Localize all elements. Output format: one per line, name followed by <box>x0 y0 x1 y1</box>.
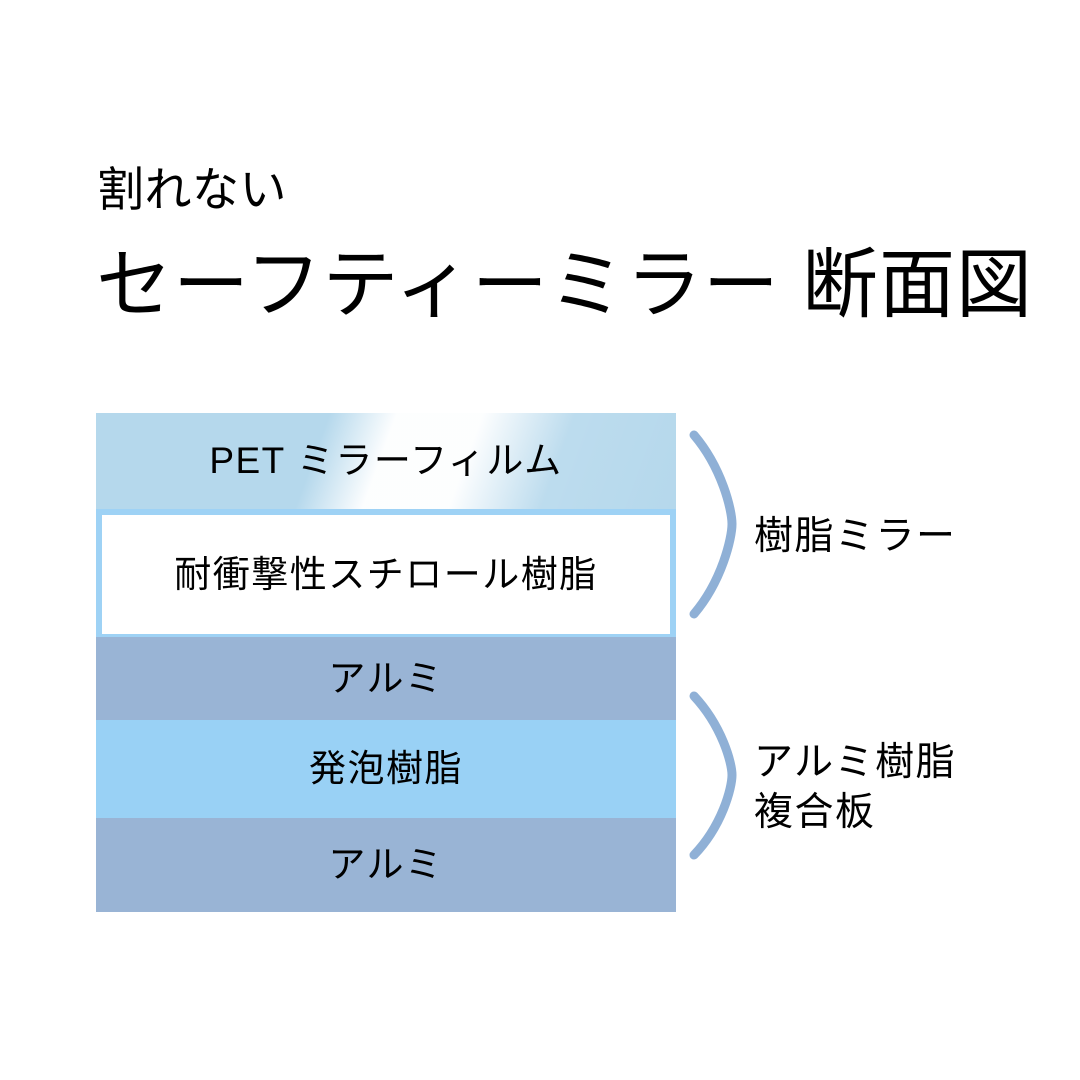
page-subtitle: 割れない <box>97 163 287 216</box>
bracket-alu-composite-icon <box>689 691 737 860</box>
page-title: セーフティーミラー 断面図 <box>96 243 1033 328</box>
group-label-alu-composite-line1: アルミ樹脂 <box>754 741 957 784</box>
layer-label-foam-resin: 発泡樹脂 <box>309 748 463 789</box>
layer-label-aluminum-bottom: アルミ <box>328 844 444 885</box>
group-label-alu-composite-line2: 複合板 <box>754 791 876 834</box>
layer-label-impact-styrene: 耐衝撃性スチロール樹脂 <box>174 553 598 595</box>
layer-aluminum-bottom: アルミ <box>96 818 676 912</box>
group-label-alu-composite: アルミ樹脂 複合板 <box>754 738 956 838</box>
layer-impact-styrene: 耐衝撃性スチロール樹脂 <box>102 515 670 634</box>
layer-aluminum-top: アルミ <box>96 637 676 720</box>
group-label-resin-mirror-line1: 樹脂ミラー <box>754 515 957 558</box>
layer-label-aluminum-top: アルミ <box>328 657 444 699</box>
gloss-highlight-icon <box>96 413 676 509</box>
layer-stack: PET ミラーフィルム 耐衝撃性スチロール樹脂 アルミ 発泡樹脂 アルミ <box>96 413 676 912</box>
layer-label-pet-mirror-film: PET ミラーフィルム <box>209 440 563 481</box>
layer-foam-resin: 発泡樹脂 <box>96 720 676 818</box>
group-label-resin-mirror: 樹脂ミラー <box>754 512 957 562</box>
bracket-resin-mirror-icon <box>689 430 737 619</box>
layer-pet-mirror-film: PET ミラーフィルム <box>96 413 676 509</box>
